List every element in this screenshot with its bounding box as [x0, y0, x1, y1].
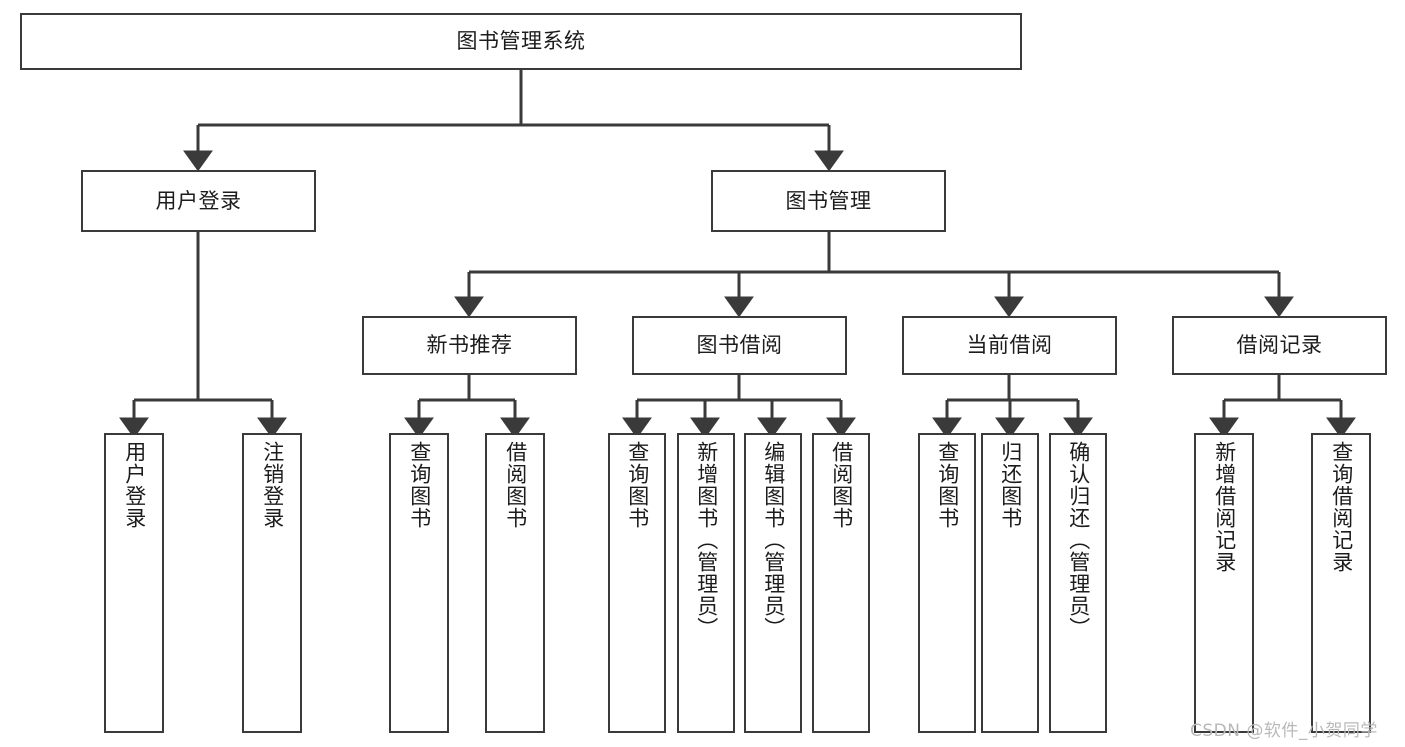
leaf-borrow-book-2[interactable]: 借阅图书 — [812, 433, 870, 733]
node-current-borrow-label: 当前借阅 — [966, 333, 1053, 358]
node-new-book-recommend-label: 新书推荐 — [426, 333, 513, 358]
leaf-user-login-label: 用户登录 — [122, 441, 147, 529]
node-book-borrow-label: 图书借阅 — [696, 333, 783, 358]
leaf-query-book-2[interactable]: 查询图书 — [608, 433, 666, 733]
leaf-query-book-1[interactable]: 查询图书 — [389, 433, 449, 733]
node-root-label: 图书管理系统 — [456, 29, 586, 54]
leaf-return-book-label: 归还图书 — [998, 441, 1023, 529]
node-book-management-label: 图书管理 — [785, 188, 872, 213]
node-user-login[interactable]: 用户登录 — [81, 170, 316, 232]
leaf-logout-label: 注销登录 — [260, 441, 285, 529]
leaf-add-book-label: 新增图书（管理员） — [694, 441, 719, 639]
leaf-query-borrow-record-label: 查询借阅记录 — [1329, 441, 1354, 573]
leaf-add-borrow-record-label: 新增借阅记录 — [1212, 441, 1237, 573]
leaf-edit-book[interactable]: 编辑图书（管理员） — [744, 433, 802, 733]
node-book-borrow[interactable]: 图书借阅 — [632, 316, 847, 375]
node-root[interactable]: 图书管理系统 — [20, 13, 1022, 70]
leaf-add-book[interactable]: 新增图书（管理员） — [677, 433, 735, 733]
leaf-query-book-2-label: 查询图书 — [625, 441, 650, 529]
leaf-user-login[interactable]: 用户登录 — [104, 433, 164, 733]
leaf-query-book-3-label: 查询图书 — [935, 441, 960, 529]
node-borrow-record-label: 借阅记录 — [1236, 333, 1323, 358]
leaf-confirm-return-label: 确认归还（管理员） — [1066, 441, 1091, 639]
node-borrow-record[interactable]: 借阅记录 — [1172, 316, 1387, 375]
node-user-login-label: 用户登录 — [155, 188, 242, 213]
leaf-query-borrow-record[interactable]: 查询借阅记录 — [1311, 433, 1371, 733]
node-current-borrow[interactable]: 当前借阅 — [902, 316, 1117, 375]
node-book-management[interactable]: 图书管理 — [711, 170, 946, 232]
leaf-confirm-return[interactable]: 确认归还（管理员） — [1049, 433, 1107, 733]
leaf-add-borrow-record[interactable]: 新增借阅记录 — [1194, 433, 1254, 733]
leaf-logout[interactable]: 注销登录 — [242, 433, 302, 733]
leaf-query-book-1-label: 查询图书 — [407, 441, 432, 529]
leaf-borrow-book-1-label: 借阅图书 — [503, 441, 528, 529]
node-new-book-recommend[interactable]: 新书推荐 — [362, 316, 577, 375]
leaf-edit-book-label: 编辑图书（管理员） — [761, 441, 786, 639]
leaf-query-book-3[interactable]: 查询图书 — [918, 433, 976, 733]
leaf-borrow-book-1[interactable]: 借阅图书 — [485, 433, 545, 733]
leaf-return-book[interactable]: 归还图书 — [981, 433, 1039, 733]
leaf-borrow-book-2-label: 借阅图书 — [829, 441, 854, 529]
